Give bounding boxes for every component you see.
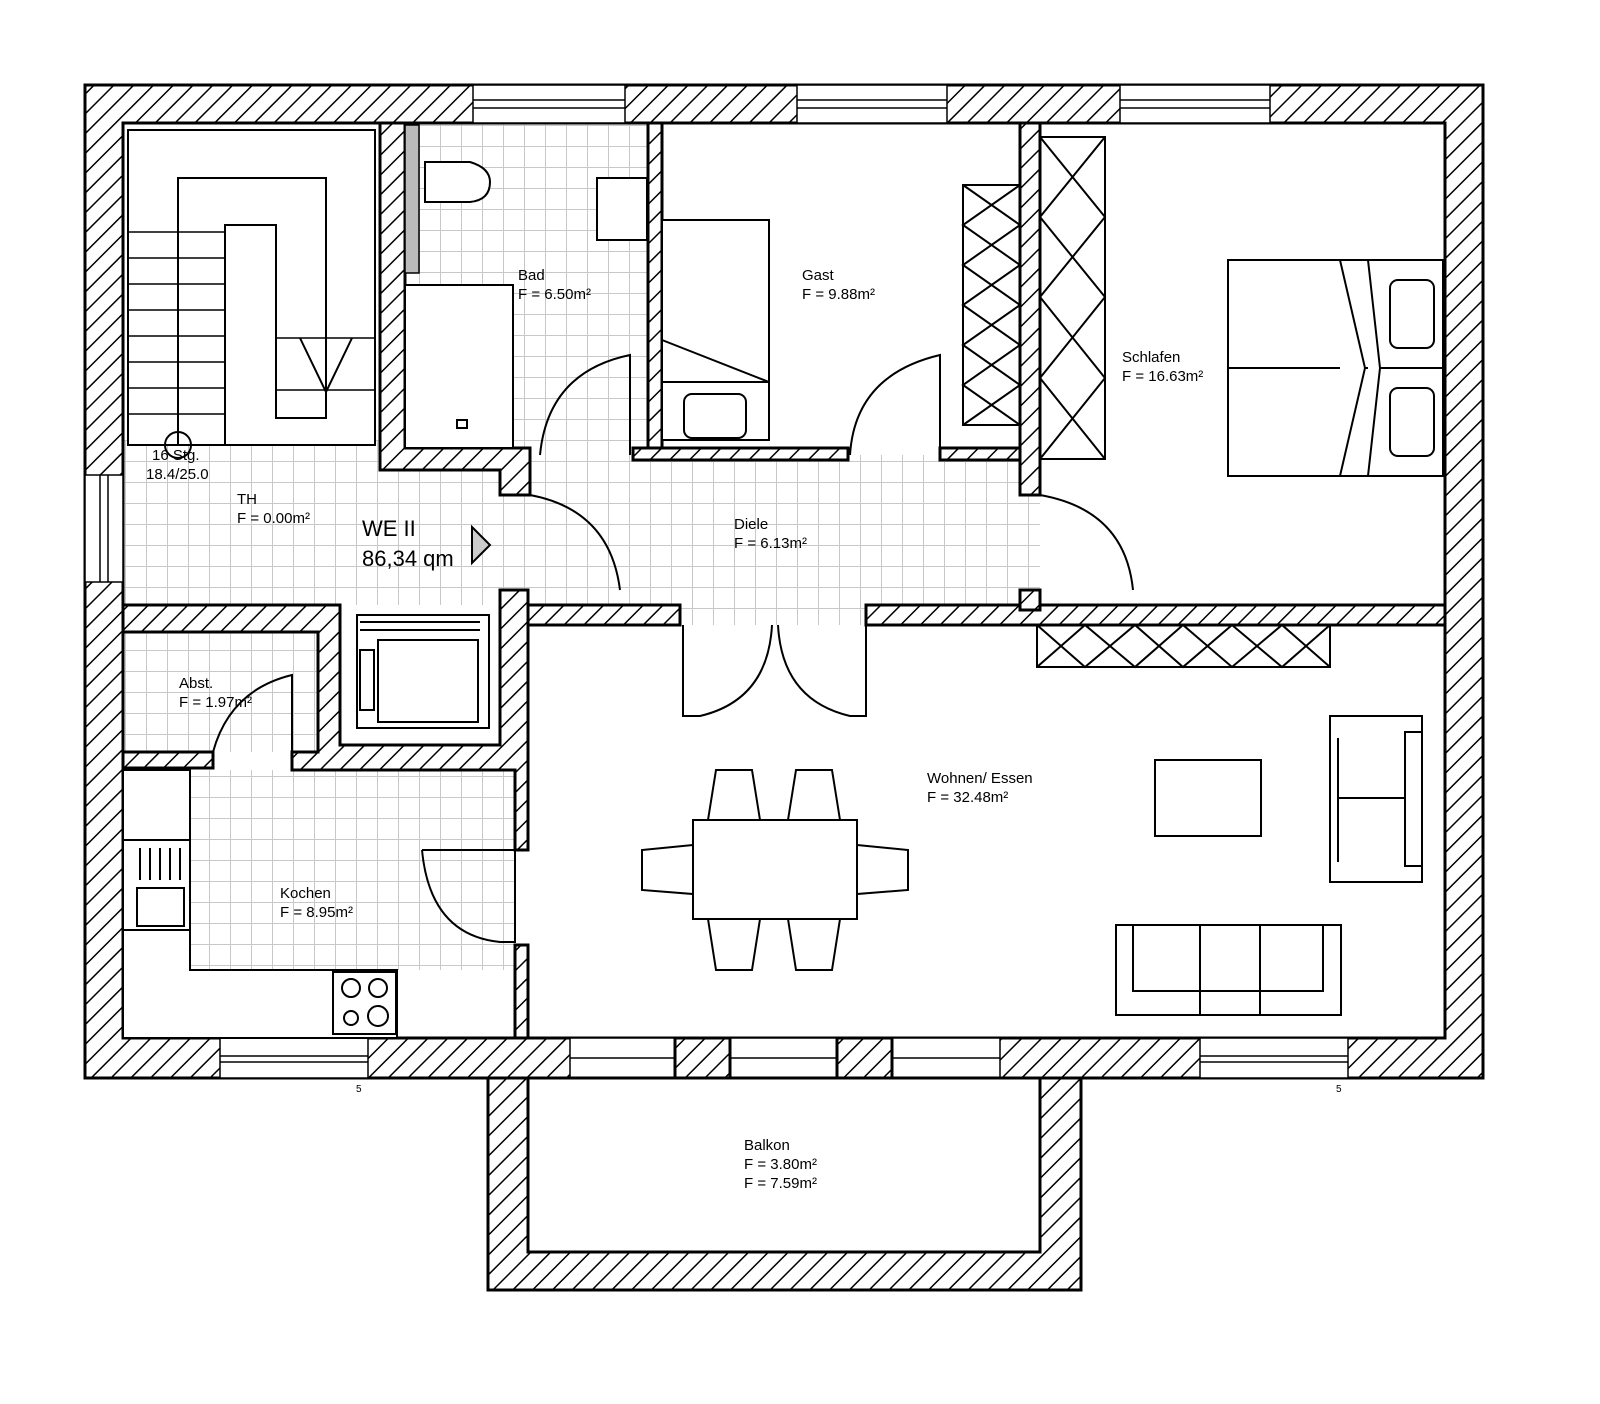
room-name: Abst. [179, 675, 213, 692]
arrow-icon [471, 524, 492, 566]
window-piers [673, 1036, 894, 1080]
room-area: F = 32.48m² [927, 789, 1008, 806]
room-area: F = 0.00m² [237, 510, 310, 527]
double-bed [1227, 259, 1444, 477]
room-area: F = 16.63m² [1122, 368, 1203, 385]
room-area: F = 9.88m² [802, 286, 875, 303]
sink [596, 177, 648, 241]
dining-set [641, 769, 909, 971]
room-area: F = 1.97m² [179, 694, 252, 711]
room-area: F = 3.80m² [744, 1156, 817, 1173]
unit-area: 86,34 qm [362, 546, 454, 571]
staircase[interactable] [127, 129, 376, 459]
wardrobes [961, 136, 1331, 669]
living-furniture [1115, 715, 1423, 1016]
unit-label: WE II 86,34 qm [362, 516, 492, 571]
unit-name: WE II [362, 516, 416, 541]
exterior-wall [83, 83, 1485, 1080]
room-area-secondary: F = 7.59m² [744, 1175, 817, 1192]
coffee-table [1154, 759, 1262, 837]
bathroom-fixtures [404, 161, 648, 449]
section-marker: 5 [1336, 1084, 1342, 1095]
room-name: Bad [518, 267, 545, 284]
windows [84, 84, 1349, 1079]
guest-bed [661, 219, 770, 441]
elevator [356, 614, 490, 729]
bathtub [404, 284, 514, 449]
room-labels: 16 Stg. 18.4/25.0 TH F = 0.00m² Bad F = … [146, 267, 1342, 1192]
toilet [424, 161, 492, 203]
room-name: Diele [734, 516, 768, 533]
doors[interactable] [212, 353, 1134, 943]
room-name: Schlafen [1122, 349, 1180, 366]
kitchen-units [122, 769, 398, 1039]
interior-walls [121, 121, 1447, 1040]
stove [332, 971, 397, 1035]
room-name: Balkon [744, 1137, 790, 1154]
room-name: Gast [802, 267, 835, 284]
balcony-wall [486, 1076, 1083, 1292]
room-name: TH [237, 491, 257, 508]
room-area: F = 8.95m² [280, 904, 353, 921]
room-area: F = 6.13m² [734, 535, 807, 552]
stair-steps: 16 Stg. [152, 447, 200, 464]
room-area: F = 6.50m² [518, 286, 591, 303]
stair-ratio: 18.4/25.0 [146, 466, 209, 483]
section-marker: 5 [356, 1084, 362, 1095]
room-name: Wohnen/ Essen [927, 770, 1033, 787]
room-name: Kochen [280, 885, 331, 902]
